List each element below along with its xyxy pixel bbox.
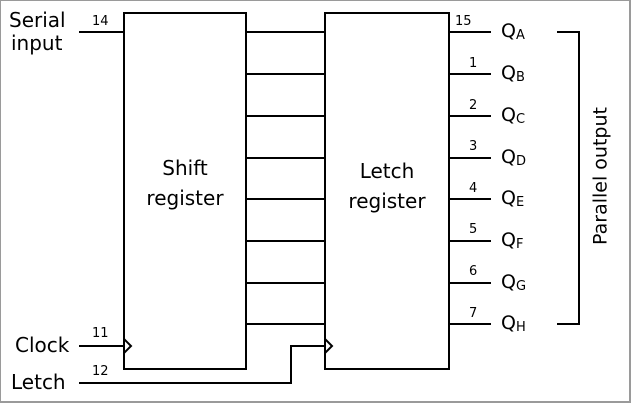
output-pin-number: 2 xyxy=(469,98,478,113)
shift-register-label-line2: register xyxy=(146,186,224,210)
output-label: QA xyxy=(501,20,525,43)
pin-clock: 11 xyxy=(92,326,109,341)
output-pin-number: 6 xyxy=(469,264,478,279)
letch-label: Letch xyxy=(11,370,66,394)
output-label: QF xyxy=(501,229,524,252)
clock-label: Clock xyxy=(15,333,70,357)
output-label: QC xyxy=(501,104,526,127)
output-pin-number: 3 xyxy=(469,139,478,154)
letch-register-label-line2: register xyxy=(348,189,426,213)
output-pin-number: 1 xyxy=(469,56,478,71)
output-pin-number: 7 xyxy=(469,306,478,321)
parallel-output-bracket xyxy=(557,31,580,325)
letch-wire xyxy=(79,345,325,384)
pin-letch: 12 xyxy=(92,364,109,379)
parallel-output-label: Parallel output xyxy=(589,107,612,245)
serial-input-label-line2: input xyxy=(11,31,63,55)
shift-register-label-line1: Shift xyxy=(162,156,208,180)
output-pin-number: 15 xyxy=(455,14,472,29)
letch-register-box xyxy=(324,12,450,370)
output-pin-number: 4 xyxy=(469,181,478,196)
output-pin-number: 5 xyxy=(469,222,478,237)
serial-input-label-line1: Serial xyxy=(9,8,66,32)
output-label: QD xyxy=(501,146,526,169)
clock-edge-marker xyxy=(123,338,133,354)
output-label: QH xyxy=(501,312,526,335)
output-label: QG xyxy=(501,271,527,294)
output-label: QE xyxy=(501,187,525,210)
output-label: QB xyxy=(501,62,525,85)
shift-register-box xyxy=(123,12,247,370)
letch-edge-marker xyxy=(324,338,334,354)
pin-serial-input: 14 xyxy=(92,14,109,29)
letch-register-label-line1: Letch xyxy=(359,159,415,183)
